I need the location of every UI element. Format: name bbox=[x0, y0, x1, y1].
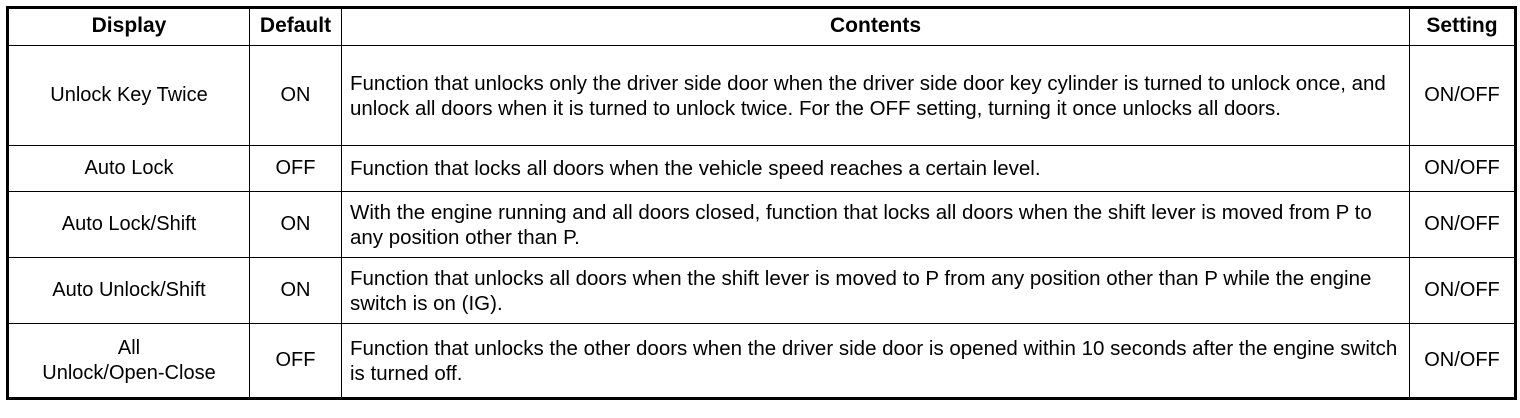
setting-options-label: ON/OFF bbox=[1424, 213, 1500, 236]
settings-table-container: Display Default Contents Setting Unlock … bbox=[6, 6, 1517, 400]
contents-description-text: With the engine running and all doors cl… bbox=[350, 200, 1372, 249]
column-header-setting-label: Setting bbox=[1426, 13, 1498, 37]
cell-contents: Function that locks all doors when the v… bbox=[341, 145, 1410, 192]
table-body: Unlock Key Twice ON Function that unlock… bbox=[7, 45, 1516, 399]
cell-setting: ON/OFF bbox=[1409, 323, 1516, 399]
contents-description-text: Function that unlocks all doors when the… bbox=[350, 266, 1372, 315]
cell-contents: Function that unlocks the other doors wh… bbox=[341, 323, 1410, 399]
display-name-label: Unlock Key Twice bbox=[50, 84, 208, 107]
default-value-label: OFF bbox=[275, 157, 316, 180]
cell-setting: ON/OFF bbox=[1409, 191, 1516, 258]
cell-display: Auto Lock/Shift bbox=[7, 191, 250, 258]
cell-default: ON bbox=[249, 257, 342, 324]
cell-contents: With the engine running and all doors cl… bbox=[341, 191, 1410, 258]
table-row: Auto Lock/Shift ON With the engine runni… bbox=[7, 191, 1516, 258]
cell-default: OFF bbox=[249, 145, 342, 192]
setting-options-label: ON/OFF bbox=[1424, 279, 1500, 302]
contents-description-text: Function that unlocks the other doors wh… bbox=[350, 336, 1398, 385]
display-name-label: Auto Lock/Shift bbox=[61, 213, 197, 236]
setting-options-label: ON/OFF bbox=[1424, 349, 1500, 372]
cell-display: Unlock Key Twice bbox=[7, 45, 250, 146]
column-header-display-label: Display bbox=[91, 13, 167, 37]
table-row: Unlock Key Twice ON Function that unlock… bbox=[7, 45, 1516, 146]
door-lock-settings-table: Display Default Contents Setting Unlock … bbox=[6, 6, 1517, 400]
cell-default: OFF bbox=[249, 323, 342, 399]
cell-setting: ON/OFF bbox=[1409, 257, 1516, 324]
cell-setting: ON/OFF bbox=[1409, 145, 1516, 192]
cell-contents: Function that unlocks only the driver si… bbox=[341, 45, 1410, 146]
display-name-line-1: All bbox=[117, 337, 141, 360]
contents-description-text: Function that unlocks only the driver si… bbox=[350, 71, 1386, 120]
column-header-default: Default bbox=[249, 7, 342, 46]
contents-description-text: Function that locks all doors when the v… bbox=[350, 157, 1041, 180]
cell-contents: Function that unlocks all doors when the… bbox=[341, 257, 1410, 324]
display-name-label: Auto Unlock/Shift bbox=[52, 279, 206, 302]
cell-setting: ON/OFF bbox=[1409, 45, 1516, 146]
table-row: Auto Lock OFF Function that locks all do… bbox=[7, 145, 1516, 192]
setting-options-label: ON/OFF bbox=[1424, 84, 1500, 107]
default-value-label: OFF bbox=[275, 349, 316, 372]
default-value-label: ON bbox=[280, 279, 311, 302]
display-name-line-2: Unlock/Open-Close bbox=[42, 361, 216, 384]
table-row: Auto Unlock/Shift ON Function that unloc… bbox=[7, 257, 1516, 324]
cell-display: All Unlock/Open-Close bbox=[7, 323, 250, 399]
table-row: All Unlock/Open-Close OFF Function that … bbox=[7, 323, 1516, 399]
cell-display: Auto Unlock/Shift bbox=[7, 257, 250, 324]
header-row: Display Default Contents Setting bbox=[7, 7, 1516, 46]
default-value-label: ON bbox=[280, 84, 311, 107]
display-name-label: Auto Lock bbox=[84, 157, 174, 180]
column-header-default-label: Default bbox=[259, 13, 332, 37]
column-header-contents-label: Contents bbox=[830, 13, 921, 37]
column-header-display: Display bbox=[7, 7, 250, 46]
default-value-label: ON bbox=[280, 213, 311, 236]
column-header-setting: Setting bbox=[1409, 7, 1516, 46]
display-name-label: All Unlock/Open-Close bbox=[9, 333, 249, 388]
cell-display: Auto Lock bbox=[7, 145, 250, 192]
setting-options-label: ON/OFF bbox=[1424, 157, 1500, 180]
table-header: Display Default Contents Setting bbox=[7, 7, 1516, 46]
column-header-contents: Contents bbox=[341, 7, 1410, 46]
cell-default: ON bbox=[249, 45, 342, 146]
cell-default: ON bbox=[249, 191, 342, 258]
